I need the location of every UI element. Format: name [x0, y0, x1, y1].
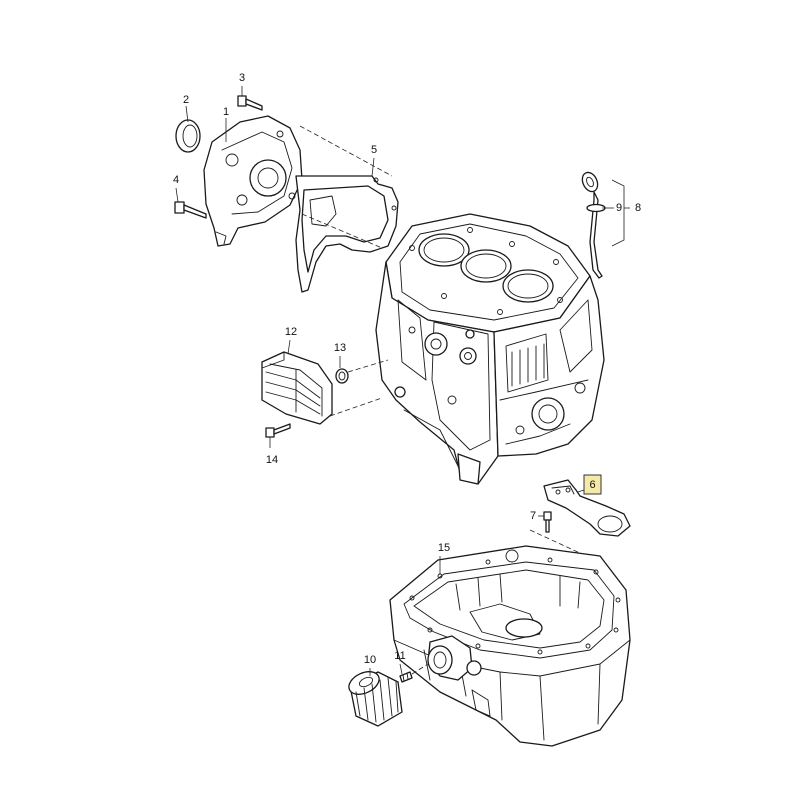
pump-bolt-upper[interactable]: [237, 95, 263, 111]
callout-8[interactable]: 8: [635, 202, 641, 214]
callout-9[interactable]: 9: [616, 202, 622, 214]
cooler-bolt[interactable]: [265, 423, 291, 438]
callout-5[interactable]: 5: [371, 144, 377, 156]
callout-13[interactable]: 13: [334, 342, 346, 354]
oil-dipstick[interactable]: [579, 170, 603, 279]
callout-15[interactable]: 15: [438, 542, 450, 554]
filter-stud[interactable]: [399, 671, 413, 683]
callout-14[interactable]: 14: [266, 454, 278, 466]
callout-6[interactable]: 6: [589, 479, 595, 491]
leader-lines: [175, 86, 630, 676]
oil-baffle[interactable]: [543, 479, 631, 537]
callout-11[interactable]: 11: [394, 650, 405, 662]
pump-bolt-lower[interactable]: [174, 201, 207, 219]
shaft-seal[interactable]: [175, 119, 201, 153]
cooler-o-ring[interactable]: [335, 368, 349, 384]
oil-filter[interactable]: [345, 667, 403, 727]
oil-cooler[interactable]: [261, 351, 333, 425]
oil-pan[interactable]: [389, 545, 631, 747]
callout-2[interactable]: 2: [183, 94, 189, 106]
callout-4[interactable]: 4: [173, 174, 179, 186]
callout-12[interactable]: 12: [285, 326, 297, 338]
callout-10[interactable]: 10: [364, 654, 376, 666]
pump-gasket[interactable]: [295, 175, 399, 293]
callout-7[interactable]: 7: [530, 510, 536, 522]
callout-1[interactable]: 1: [223, 106, 229, 118]
callout-3[interactable]: 3: [239, 72, 245, 84]
callout-6-highlight: [583, 474, 602, 495]
engine-block: [375, 213, 605, 485]
baffle-bolt[interactable]: [543, 511, 552, 533]
oil-pump[interactable]: [203, 115, 303, 247]
callout-labels: 1 2 3 4 5 6 7 8 9 10 11 12 13 14 15: [173, 72, 641, 666]
